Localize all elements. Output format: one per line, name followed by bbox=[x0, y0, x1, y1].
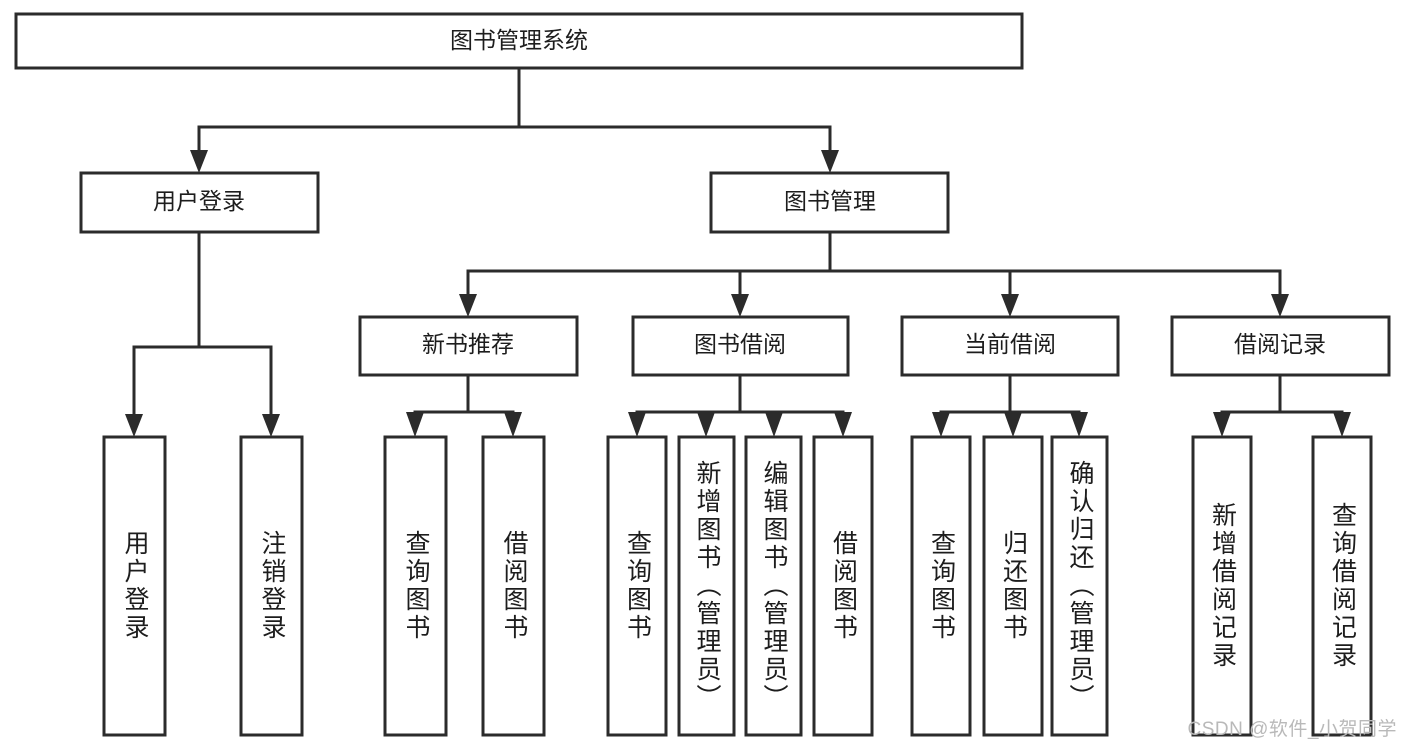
node-leaf-borrow-book-recommend-box[interactable] bbox=[481, 435, 546, 737]
node-leaf-borrow-book-box[interactable] bbox=[812, 435, 874, 737]
node-leaf-borrow-book-recommend-label: 借阅图书 bbox=[500, 530, 528, 642]
node-leaf-query-book-borrow-box[interactable] bbox=[606, 435, 668, 737]
node-leaf-add-borrow-record-box[interactable] bbox=[1191, 435, 1253, 737]
node-book-management-label: 图书管理 bbox=[784, 188, 876, 214]
node-leaf-user-login-box[interactable] bbox=[102, 435, 167, 737]
node-book-borrow-label: 图书借阅 bbox=[694, 331, 786, 357]
node-leaf-confirm-return-admin[interactable]: 确认归还（管理员） bbox=[1050, 435, 1109, 737]
arrow-head-leaf-logout bbox=[262, 414, 280, 437]
node-user-login[interactable]: 用户登录 bbox=[79, 171, 320, 234]
node-new-book-recommend[interactable]: 新书推荐 bbox=[358, 315, 579, 377]
node-leaf-edit-book-admin-box[interactable] bbox=[744, 435, 803, 737]
arrow-head-book-management bbox=[821, 150, 839, 173]
node-leaf-add-borrow-record[interactable]: 新增借阅记录 bbox=[1191, 435, 1253, 737]
node-user-login-label: 用户登录 bbox=[153, 188, 245, 214]
node-current-borrow-label: 当前借阅 bbox=[964, 331, 1056, 357]
node-leaf-query-book-borrow-label: 查询图书 bbox=[623, 530, 652, 642]
leaf-node-layer: 用户登录 注销登录 查询图书 bbox=[102, 435, 1373, 737]
arrow-head-leaf-query-book-borrow bbox=[628, 412, 646, 437]
node-leaf-query-borrow-record-box[interactable] bbox=[1311, 435, 1373, 737]
node-book-management-box[interactable] bbox=[709, 171, 950, 234]
node-leaf-return-book-label: 归还图书 bbox=[999, 530, 1028, 642]
node-leaf-borrow-book-recommend[interactable]: 借阅图书 bbox=[481, 435, 546, 737]
node-root[interactable]: 图书管理系统 bbox=[14, 12, 1024, 70]
arrow-head-book-borrow bbox=[731, 294, 749, 317]
node-current-borrow[interactable]: 当前借阅 bbox=[900, 315, 1120, 377]
node-leaf-query-book-current[interactable]: 查询图书 bbox=[910, 435, 972, 737]
node-leaf-logout-label: 注销登录 bbox=[258, 530, 286, 642]
node-book-management[interactable]: 图书管理 bbox=[709, 171, 950, 234]
node-leaf-add-book-admin-box[interactable] bbox=[677, 435, 736, 737]
node-leaf-query-book-current-box[interactable] bbox=[910, 435, 972, 737]
arrow-head-new-book-recommend bbox=[459, 294, 477, 317]
node-leaf-borrow-book[interactable]: 借阅图书 bbox=[812, 435, 874, 737]
node-leaf-user-login[interactable]: 用户登录 bbox=[102, 435, 167, 737]
node-borrow-record-label: 借阅记录 bbox=[1234, 331, 1326, 357]
node-leaf-logout-box[interactable] bbox=[239, 435, 304, 737]
arrow-head-current-borrow bbox=[1001, 294, 1019, 317]
node-leaf-query-book-recommend-box[interactable] bbox=[383, 435, 448, 737]
node-leaf-logout[interactable]: 注销登录 bbox=[239, 435, 304, 737]
arrow-head-leaf-edit-book-admin bbox=[765, 412, 783, 437]
arrow-head-leaf-user-login bbox=[125, 414, 143, 437]
arrow-head-leaf-confirm-return-admin bbox=[1070, 412, 1088, 437]
node-leaf-return-book[interactable]: 归还图书 bbox=[982, 435, 1044, 737]
node-new-book-recommend-label: 新书推荐 bbox=[422, 331, 514, 357]
node-book-borrow-box[interactable] bbox=[631, 315, 850, 377]
node-leaf-return-book-box[interactable] bbox=[982, 435, 1044, 737]
node-new-book-recommend-box[interactable] bbox=[358, 315, 579, 377]
node-current-borrow-box[interactable] bbox=[900, 315, 1120, 377]
node-leaf-add-book-admin[interactable]: 新增图书（管理员） bbox=[677, 435, 736, 737]
node-leaf-query-borrow-record[interactable]: 查询借阅记录 bbox=[1311, 435, 1373, 737]
node-leaf-confirm-return-admin-label: 确认归还（管理员） bbox=[1066, 460, 1094, 712]
arrow-head-leaf-add-book-admin bbox=[697, 412, 715, 437]
arrow-head-leaf-query-borrow-record bbox=[1333, 412, 1351, 437]
node-leaf-add-borrow-record-label: 新增借阅记录 bbox=[1208, 502, 1237, 670]
arrow-head-leaf-return-book bbox=[1004, 412, 1022, 437]
node-leaf-query-book-recommend[interactable]: 查询图书 bbox=[383, 435, 448, 737]
node-leaf-confirm-return-admin-box[interactable] bbox=[1050, 435, 1109, 737]
node-borrow-record[interactable]: 借阅记录 bbox=[1170, 315, 1391, 377]
node-leaf-add-book-admin-label: 新增图书（管理员） bbox=[693, 460, 721, 712]
node-root-label: 图书管理系统 bbox=[450, 27, 588, 53]
arrow-head-user-login bbox=[190, 150, 208, 173]
arrow-head-leaf-add-borrow-record bbox=[1213, 412, 1231, 437]
node-borrow-record-box[interactable] bbox=[1170, 315, 1391, 377]
arrow-head-leaf-query-book-recommend bbox=[406, 412, 424, 437]
connector-layer bbox=[125, 66, 1351, 437]
node-leaf-query-borrow-record-label: 查询借阅记录 bbox=[1328, 502, 1357, 670]
node-leaf-query-book-recommend-label: 查询图书 bbox=[402, 530, 430, 642]
node-book-borrow[interactable]: 图书借阅 bbox=[631, 315, 850, 377]
node-leaf-query-book-current-label: 查询图书 bbox=[927, 530, 956, 642]
arrow-head-borrow-record bbox=[1271, 294, 1289, 317]
node-leaf-edit-book-admin[interactable]: 编辑图书（管理员） bbox=[744, 435, 803, 737]
node-user-login-box[interactable] bbox=[79, 171, 320, 234]
arrow-head-leaf-borrow-book bbox=[834, 412, 852, 437]
node-leaf-user-login-label: 用户登录 bbox=[121, 530, 149, 642]
node-root-box[interactable] bbox=[14, 12, 1024, 70]
arrow-head-leaf-query-book-current bbox=[932, 412, 950, 437]
arrow-head-leaf-borrow-book-recommend bbox=[504, 412, 522, 437]
node-leaf-borrow-book-label: 借阅图书 bbox=[829, 530, 858, 642]
node-leaf-edit-book-admin-label: 编辑图书（管理员） bbox=[760, 460, 788, 712]
node-leaf-query-book-borrow[interactable]: 查询图书 bbox=[606, 435, 668, 737]
